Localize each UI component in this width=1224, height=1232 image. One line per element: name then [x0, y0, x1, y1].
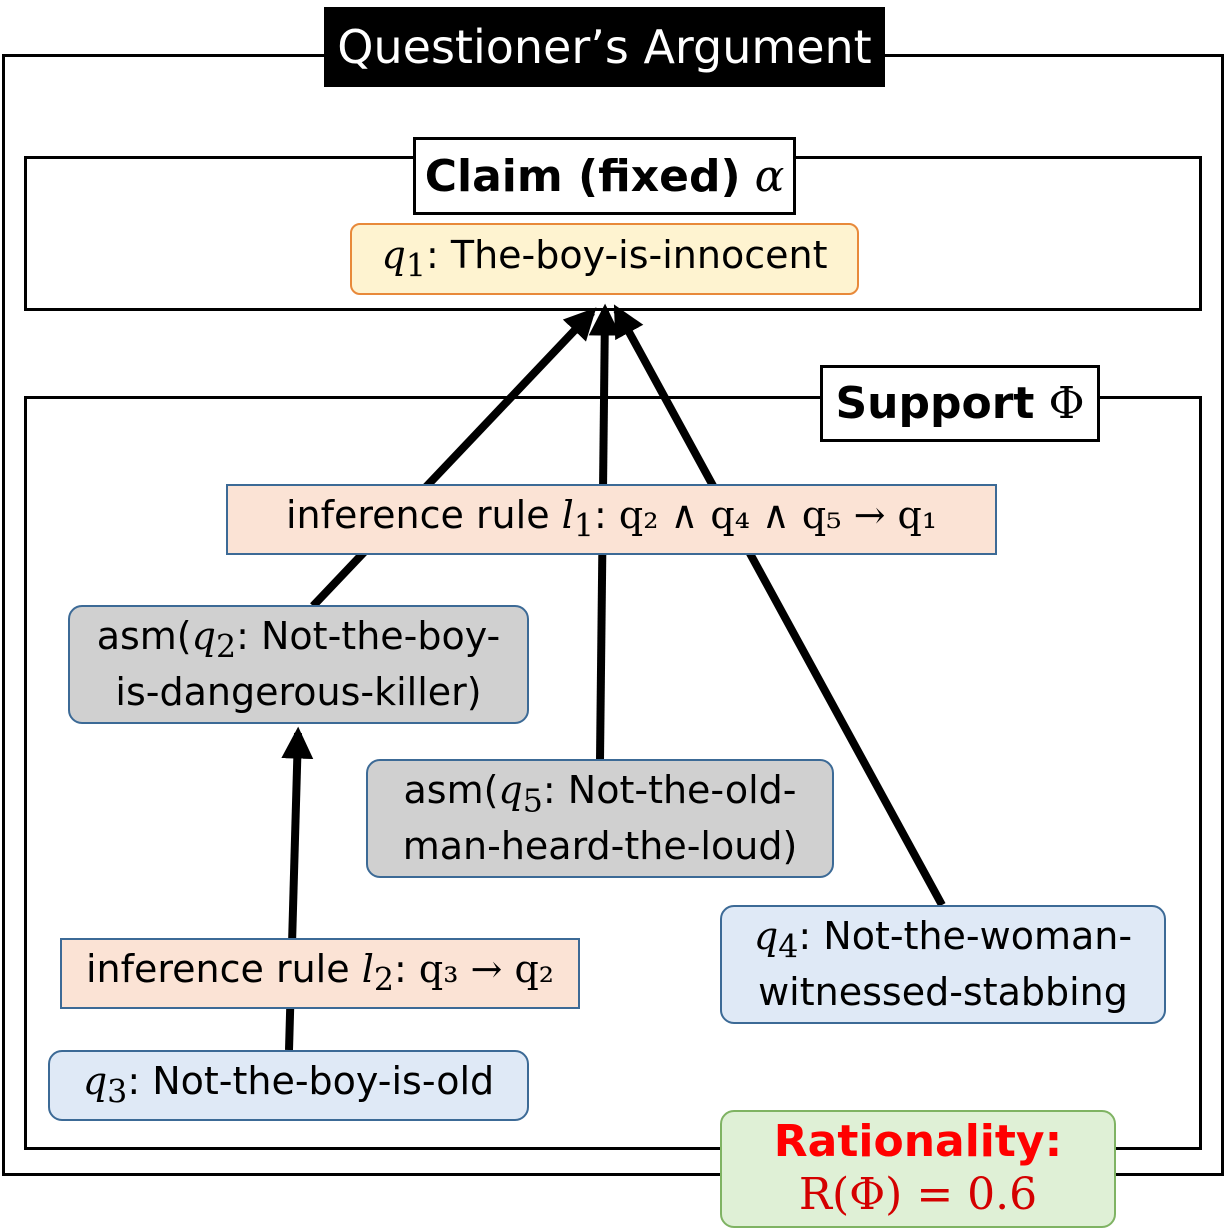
- q1-text: : The-boy-is-innocent: [426, 232, 828, 277]
- support-section: [24, 396, 1202, 1150]
- q4-var: q: [753, 914, 779, 959]
- rule2-label: inference rule: [85, 947, 362, 992]
- q4-text1: : Not-the-woman-: [798, 914, 1133, 959]
- q3-var: q: [82, 1059, 108, 1104]
- q5-line2: man-heard-the-loud): [402, 824, 798, 869]
- q2-sub: 2: [215, 629, 237, 666]
- rule1-formula: q₂ ∧ q₄ ∧ q₅ → q₁: [618, 493, 938, 538]
- q1-line: q1: The-boy-is-innocent: [382, 231, 828, 287]
- q5-sub: 5: [522, 783, 543, 820]
- assumption-node-q2: asm(q2: Not-the-boy- is-dangerous-killer…: [68, 605, 529, 724]
- claim-symbol: α: [754, 150, 785, 202]
- q2-text1: : Not-the-boy-: [236, 614, 501, 659]
- assumption-node-q5: asm(q5: Not-the-old- man-heard-the-loud): [366, 759, 834, 878]
- q4-line2: witnessed-stabbing: [758, 970, 1128, 1015]
- claim-label-text: Claim (fixed): [424, 150, 741, 202]
- arrow-q2-to-q1: [310, 307, 597, 609]
- rule1-var: l: [561, 493, 574, 538]
- claim-node-q1: q1: The-boy-is-innocent: [350, 223, 859, 295]
- rule2-formula: q₃ → q₂: [418, 947, 555, 992]
- rule2-colon: :: [394, 947, 419, 992]
- q4-line1: q4: Not-the-woman-: [754, 912, 1132, 968]
- q2-line2: is-dangerous-killer): [115, 670, 482, 715]
- q3-line: q3: Not-the-boy-is-old: [83, 1057, 494, 1113]
- rule1-label: inference rule: [285, 493, 562, 538]
- inference-rule-l1: inference rule l1: q₂ ∧ q₄ ∧ q₅ → q₁: [226, 484, 997, 555]
- rule2-line: inference rule l2: q₃ → q₂: [86, 945, 554, 1001]
- rule1-colon: :: [593, 493, 619, 538]
- q1-sub: 1: [405, 248, 426, 285]
- fact-node-q3: q3: Not-the-boy-is-old: [48, 1050, 529, 1121]
- support-section-label: Support Φ: [820, 365, 1100, 442]
- rule1-line: inference rule l1: q₂ ∧ q₄ ∧ q₅ → q₁: [286, 491, 937, 547]
- rationality-label: Rationality:: [773, 1116, 1063, 1168]
- q5-prefix: asm(: [403, 768, 499, 813]
- q4-sub: 4: [778, 929, 799, 966]
- rule2-sub: 2: [373, 963, 395, 1000]
- q5-line1: asm(q5: Not-the-old-: [403, 766, 796, 822]
- q2-var: q: [191, 614, 216, 659]
- q3-sub: 3: [107, 1075, 128, 1112]
- rationality-formula: R(Φ) = 0.6: [798, 1169, 1038, 1220]
- q2-line1: asm(q2: Not-the-boy-: [97, 612, 501, 668]
- diagram-title: Questioner’s Argument: [324, 7, 885, 87]
- claim-section-label: Claim (fixed) α: [413, 137, 796, 215]
- rule1-sub: 1: [573, 509, 594, 546]
- q5-var: q: [498, 768, 523, 813]
- q1-var: q: [381, 232, 406, 277]
- rationality-box: Rationality: R(Φ) = 0.6: [720, 1110, 1116, 1228]
- inference-rule-l2: inference rule l2: q₃ → q₂: [60, 938, 580, 1009]
- support-symbol: Φ: [1048, 378, 1085, 429]
- q2-prefix: asm(: [96, 614, 192, 659]
- fact-node-q4: q4: Not-the-woman- witnessed-stabbing: [720, 905, 1166, 1024]
- support-label-text: Support: [835, 378, 1035, 429]
- q5-text1: : Not-the-old-: [542, 768, 797, 813]
- arrow-q4-to-q1: [613, 304, 946, 907]
- rule2-var: l: [361, 947, 374, 992]
- diagram-title-text: Questioner’s Argument: [337, 20, 872, 74]
- q3-text: : Not-the-boy-is-old: [127, 1059, 495, 1104]
